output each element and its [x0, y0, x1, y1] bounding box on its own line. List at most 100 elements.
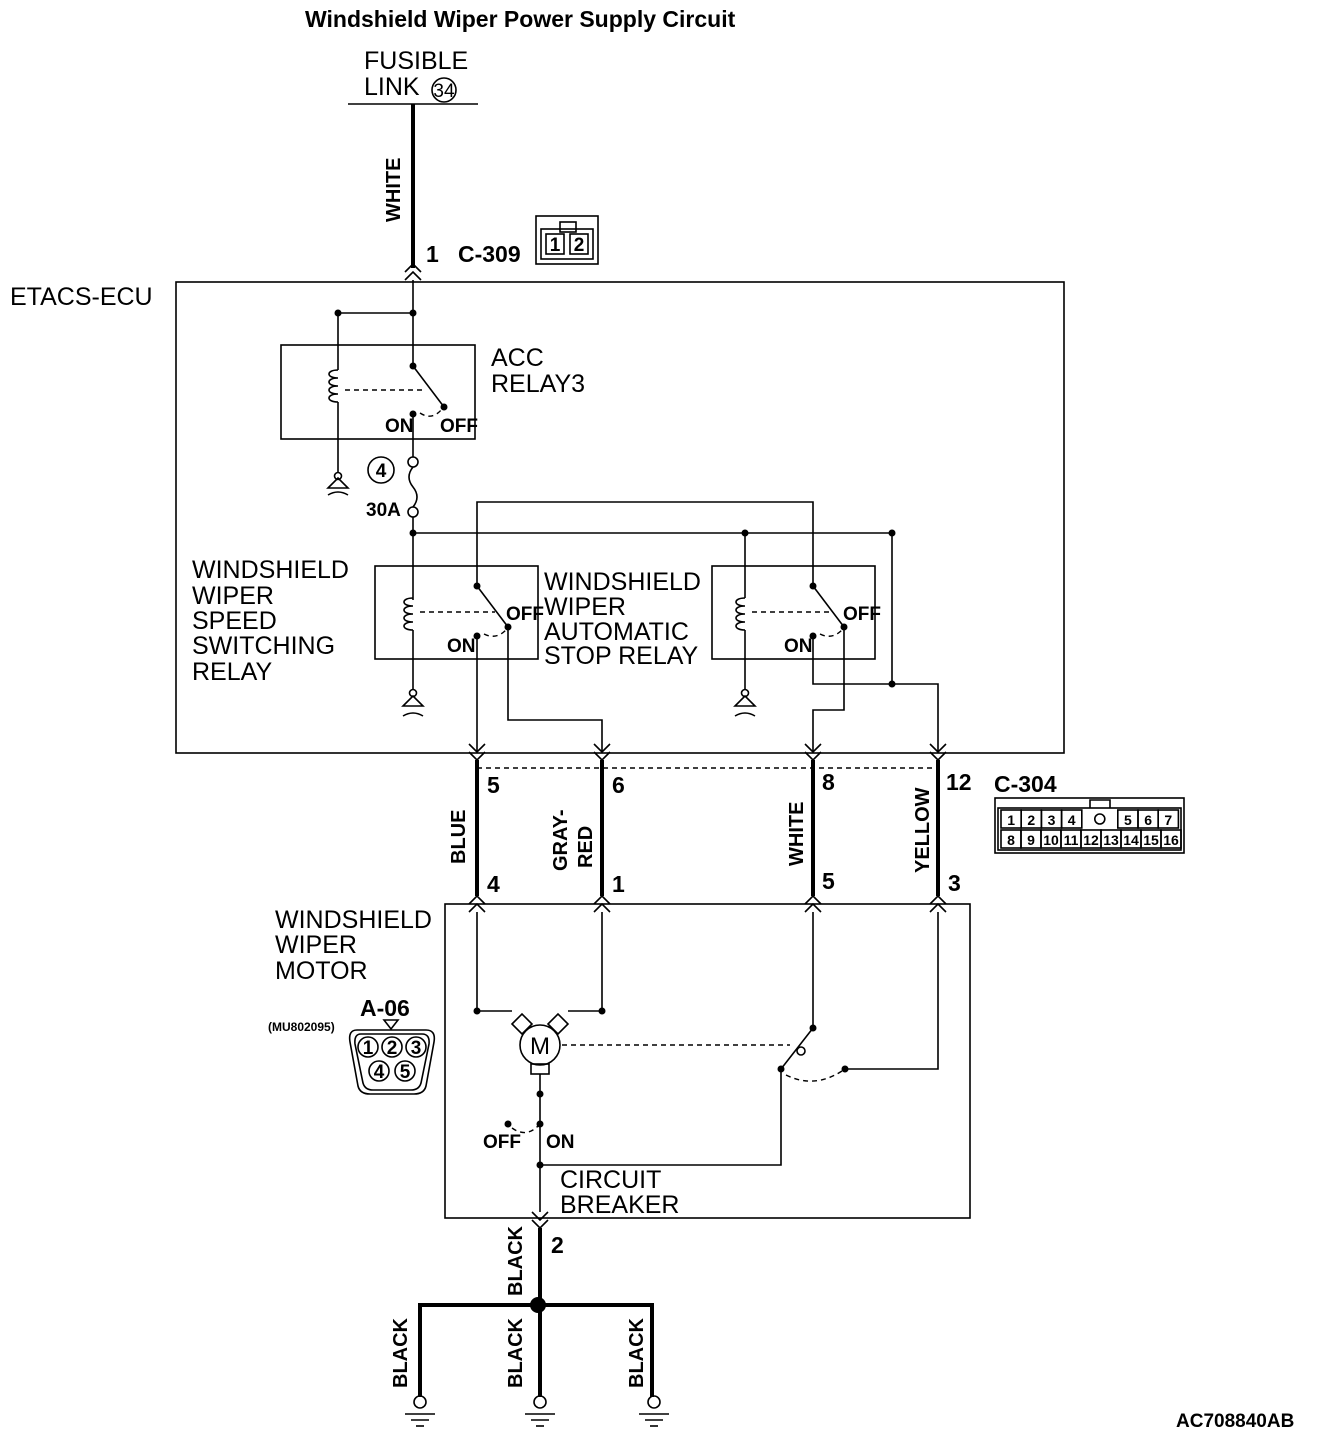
c304-pin-8-label: 8: [1007, 832, 1015, 848]
c304-pin-3-label: 3: [1048, 812, 1056, 828]
fuse-element: [408, 466, 418, 508]
motor-symbol: [519, 1024, 561, 1066]
c304-pin-1-label: 1: [1007, 812, 1015, 828]
c304-pin-7-label: 7: [1164, 812, 1172, 828]
park-switch-to-ground: [540, 1069, 782, 1166]
motor-symbol-label: M: [530, 1033, 550, 1060]
ground-main-color: BLACK: [505, 1225, 527, 1296]
speed-relay-coil: [403, 597, 414, 631]
fuse-rating: 30A: [366, 500, 401, 521]
contact-dot: [504, 1120, 512, 1128]
motor-pin-4: 4: [487, 871, 500, 897]
contact-dot: [409, 362, 417, 370]
park-switch-cam: [796, 1046, 806, 1056]
junction-dot: [888, 680, 896, 688]
contact-dot: [440, 403, 448, 411]
wiper-motor-box: [444, 903, 971, 1219]
acc-ground-tail: [327, 491, 349, 496]
acc-ground-terminal: [333, 471, 343, 481]
fuse-terminal-bottom: [407, 506, 419, 518]
breaker-label-1: CIRCUIT: [560, 1166, 661, 1194]
a06-connector-id: A-06: [360, 995, 410, 1021]
ecu-pin-6: 6: [612, 772, 625, 798]
c309-pin-1: 1: [426, 241, 439, 267]
stop-relay-label-2: WIPER: [544, 593, 626, 621]
speed-relay-label-1: WINDSHIELD: [192, 556, 349, 584]
fuse-number: 4: [376, 461, 387, 482]
fuse-number-circle: [367, 456, 395, 484]
speed-relay-label-4: SWITCHING: [192, 632, 335, 660]
ground-icon: [639, 1395, 669, 1427]
motor-brush-right: [546, 1012, 570, 1036]
ecu-pin-12: 12: [946, 769, 972, 795]
ecu-pin-5: 5: [487, 772, 500, 798]
svg-text:1: 1: [363, 1038, 374, 1059]
speed-relay-label-2: WIPER: [192, 582, 274, 610]
ground-branch-wires: [418, 1303, 654, 1397]
speed-relay-on: ON: [447, 636, 476, 657]
motor-label-2: WIPER: [275, 931, 357, 959]
yellow-wire-color: YELLOW: [912, 787, 934, 873]
ground-icon: [525, 1395, 555, 1427]
c304-pin-2-label: 2: [1027, 812, 1035, 828]
c304-keyway: [1094, 813, 1106, 825]
ground-1-color: BLACK: [390, 1317, 412, 1388]
acc-relay-contact-arc: [419, 408, 443, 417]
stop-relay-box: [711, 565, 876, 660]
motor-label-1: WINDSHIELD: [275, 906, 432, 934]
breaker-label-2: BREAKER: [560, 1191, 679, 1219]
c304-pin-16-label: 16: [1163, 832, 1179, 848]
stop-relay-label-4: STOP RELAY: [544, 642, 699, 670]
c304-pin-5-label: 5: [1124, 812, 1132, 828]
motor-pin-2: 2: [551, 1232, 564, 1258]
c304-pin-10-label: 10: [1043, 832, 1059, 848]
motor-pin-3: 3: [948, 870, 961, 896]
ground-2-color: BLACK: [505, 1317, 527, 1388]
speed-relay-box: [374, 565, 539, 660]
diagram-title: Windshield Wiper Power Supply Circuit: [305, 6, 736, 32]
motor-high-brush-wire: [568, 912, 603, 1012]
contact-dot: [473, 582, 481, 590]
c304-pin-6-label: 6: [1144, 812, 1152, 828]
stop-relay-coil: [735, 597, 746, 631]
c304-pin-12-label: 12: [1083, 832, 1099, 848]
breaker-contact-arc: [511, 1125, 539, 1134]
etacs-ecu-label: ETACS-ECU: [10, 283, 153, 311]
speed-relay-label-3: SPEED: [192, 607, 277, 635]
junction-dot: [473, 1007, 481, 1015]
svg-text:2: 2: [574, 235, 585, 256]
speed-ground-icon: [401, 694, 425, 707]
c304-pin-4-label: 4: [1068, 812, 1076, 828]
motor-pin-1: 1: [612, 871, 625, 897]
supply-wire-color: WHITE: [383, 158, 405, 222]
c304-pin-11-label: 11: [1064, 832, 1079, 848]
motor-brush-left: [510, 1012, 534, 1036]
speed-relay-contact-arc: [483, 629, 507, 637]
c309-connector-icon: 1 2: [535, 215, 599, 265]
motor-terminal-2: [531, 1211, 549, 1230]
speed-to-stop-relay-wire: [476, 501, 814, 586]
wire-to-pin-12: [812, 636, 939, 752]
breaker-on: ON: [546, 1132, 575, 1153]
fusible-link-number: 34: [433, 81, 455, 102]
svg-text:2: 2: [387, 1038, 398, 1059]
motor-label-3: MOTOR: [275, 957, 368, 985]
motor-low-brush-wire: [476, 912, 512, 1012]
speed-relay-off: OFF: [506, 604, 544, 625]
speed-relay-label-5: RELAY: [192, 658, 272, 686]
acc-ground-icon: [326, 476, 350, 489]
fusible-link-label: FUSIBLE: [364, 47, 468, 75]
contact-dot: [809, 582, 817, 590]
c304-pin-16: [1160, 829, 1182, 849]
wire-to-pin-6: [507, 627, 603, 752]
a06-part-number: (MU802095): [268, 1020, 335, 1034]
park-switch-to-pin-3: [845, 912, 939, 1070]
junction-dot: [536, 1161, 544, 1169]
c304-connector-id: C-304: [994, 771, 1057, 797]
acc-relay-label-2: RELAY3: [491, 370, 585, 398]
fusible-link-label-2: LINK: [364, 73, 420, 101]
acc-relay-box: [280, 344, 476, 440]
